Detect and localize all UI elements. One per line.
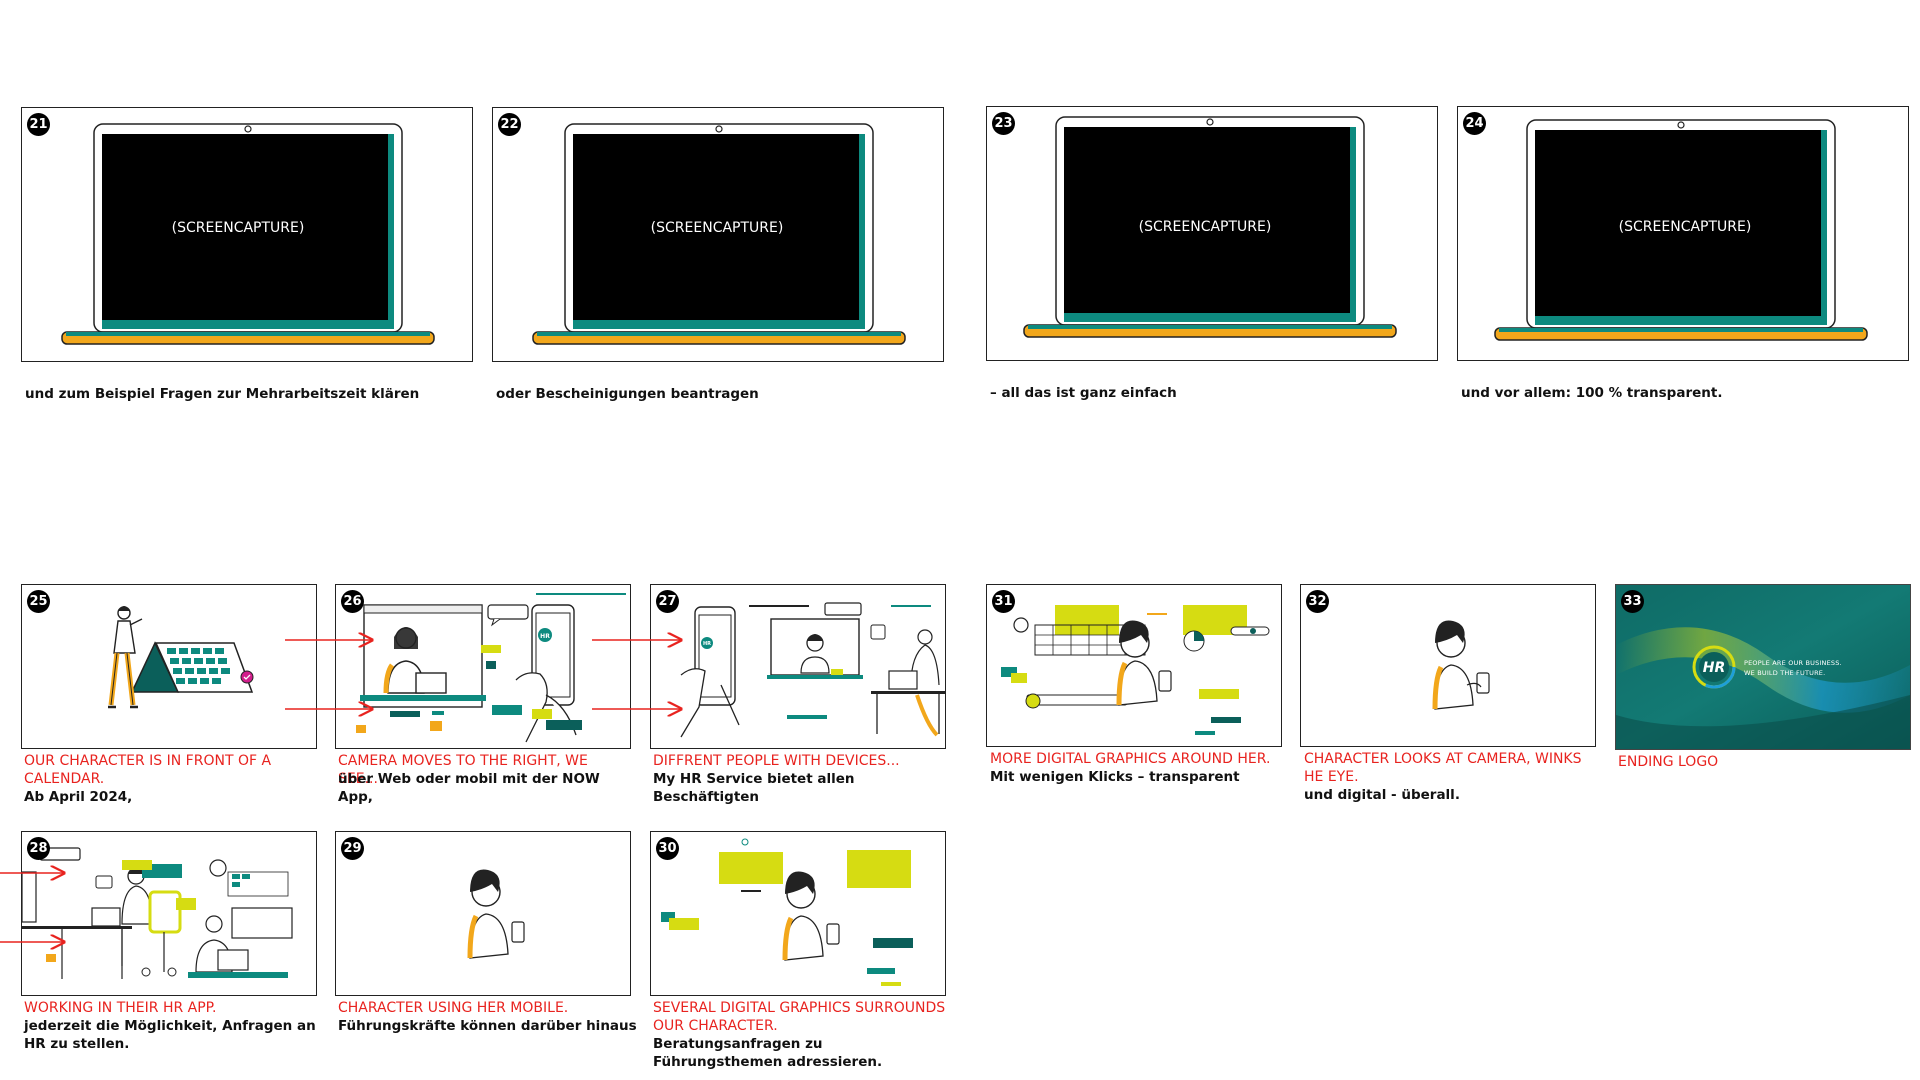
screen-text: (SCREENCAPTURE) xyxy=(1139,219,1272,235)
screen-text: (SCREENCAPTURE) xyxy=(651,220,784,236)
director-note: SEVERAL DIGITAL GRAPHICS SURROUNDS OUR C… xyxy=(653,1000,946,1034)
storyboard-frame-29: 29 xyxy=(335,831,631,996)
frame-caption: – all das ist ganz einfach xyxy=(990,385,1177,401)
frame-number-badge: 23 xyxy=(992,112,1015,135)
frame-caption: und zum Beispiel Fragen zur Mehrarbeitsz… xyxy=(25,386,420,402)
voiceover-text: über Web oder mobil mit der NOW App, xyxy=(338,771,600,805)
storyboard-frame-25: 25 xyxy=(21,584,317,749)
director-note: ENDING LOGO xyxy=(1618,754,1719,770)
storyboard-frame-31: 31 xyxy=(986,584,1282,747)
hr-logo: HR xyxy=(1703,660,1726,676)
digital-graphics-illustration xyxy=(1001,605,1270,735)
frame-number-badge: 22 xyxy=(498,113,521,136)
frame-caption: und vor allem: 100 % transparent. xyxy=(1461,385,1723,401)
director-note: WORKING IN THEIR HR APP. xyxy=(24,1000,217,1016)
frame-number-badge: 28 xyxy=(27,837,50,860)
svg-text:HR: HR xyxy=(540,633,550,640)
voiceover-text: und digital - überall. xyxy=(1304,787,1460,803)
director-note: CAMERA MOVES TO THE RIGHT, WE SEE... xyxy=(338,753,588,787)
character-calendar-illustration xyxy=(108,606,254,709)
web-and-mobile-illustration: HR xyxy=(356,593,626,743)
screen-text: (SCREENCAPTURE) xyxy=(1619,219,1752,235)
frame-number-badge: 29 xyxy=(341,837,364,860)
storyboard-frame-24: 24 (SCREENCAPTURE) xyxy=(1457,106,1909,361)
screen-text: (SCREENCAPTURE) xyxy=(172,220,305,236)
storyboard-frame-26: 26 HR xyxy=(335,584,631,749)
storyboard-frame-33: 33 HR PEOPLE ARE OUR BUSINESS. WE BUILD … xyxy=(1615,584,1911,750)
frame-number-badge: 31 xyxy=(992,590,1015,613)
storyboard-frame-21: 21 (SCREENCAPTURE) xyxy=(21,107,473,362)
voiceover-text: Ab April 2024, xyxy=(24,789,133,805)
ending-logo-illustration: HR PEOPLE ARE OUR BUSINESS. WE BUILD THE… xyxy=(1616,585,1910,749)
storyboard-frame-22: 22 (SCREENCAPTURE) xyxy=(492,107,944,362)
working-in-app-illustration xyxy=(22,847,293,979)
character-winking-illustration xyxy=(1432,620,1490,710)
frame-caption: oder Bescheinigungen beantragen xyxy=(496,386,759,402)
storyboard-frame-28: 28 xyxy=(21,831,317,996)
frame-number-badge: 32 xyxy=(1306,590,1329,613)
director-note: CHARACTER USING HER MOBILE. xyxy=(338,1000,569,1016)
svg-text:HR: HR xyxy=(703,641,711,647)
character-using-mobile-illustration xyxy=(467,869,525,959)
people-with-devices-illustration: HR xyxy=(680,602,945,738)
director-note: MORE DIGITAL GRAPHICS AROUND HER. xyxy=(990,751,1271,767)
digital-graphics-around-character-illustration xyxy=(661,838,913,986)
laptop-illustration: (SCREENCAPTURE) xyxy=(61,123,435,345)
frame-number-badge: 27 xyxy=(656,590,679,613)
storyboard-frame-23: 23 (SCREENCAPTURE) xyxy=(986,106,1438,361)
frame-number-badge: 33 xyxy=(1621,590,1644,613)
frame-number-badge: 30 xyxy=(656,837,679,860)
frame-number-badge: 24 xyxy=(1463,112,1486,135)
storyboard-frame-32: 32 xyxy=(1300,584,1596,747)
frame-number-badge: 25 xyxy=(27,590,50,613)
logo-tagline-1: PEOPLE ARE OUR BUSINESS. xyxy=(1744,659,1842,667)
logo-tagline-2: WE BUILD THE FUTURE. xyxy=(1744,669,1825,677)
laptop-illustration: (SCREENCAPTURE) xyxy=(1023,116,1397,338)
director-note: OUR CHARACTER IS IN FRONT OF A CALENDAR. xyxy=(24,753,272,787)
laptop-illustration: (SCREENCAPTURE) xyxy=(532,123,906,345)
voiceover-text: Beratungsanfragen zu Führungsthemen adre… xyxy=(653,1036,883,1070)
voiceover-text: jederzeit die Möglichkeit, Anfragen an H… xyxy=(24,1018,316,1052)
director-note: DIFFRENT PEOPLE WITH DEVICES... xyxy=(653,753,900,769)
storyboard-frame-27: 27 HR xyxy=(650,584,946,749)
frame-number-badge: 21 xyxy=(27,113,50,136)
voiceover-text: Führungskräfte können darüber hinaus xyxy=(338,1018,637,1034)
voiceover-text: My HR Service bietet allen Beschäftigten xyxy=(653,771,855,805)
storyboard-frame-30: 30 xyxy=(650,831,946,996)
director-note: CHARACTER LOOKS AT CAMERA, WINKS HE EYE. xyxy=(1304,751,1582,785)
laptop-illustration: (SCREENCAPTURE) xyxy=(1494,119,1868,341)
voiceover-text: Mit wenigen Klicks – transparent xyxy=(990,769,1240,785)
frame-number-badge: 26 xyxy=(341,590,364,613)
